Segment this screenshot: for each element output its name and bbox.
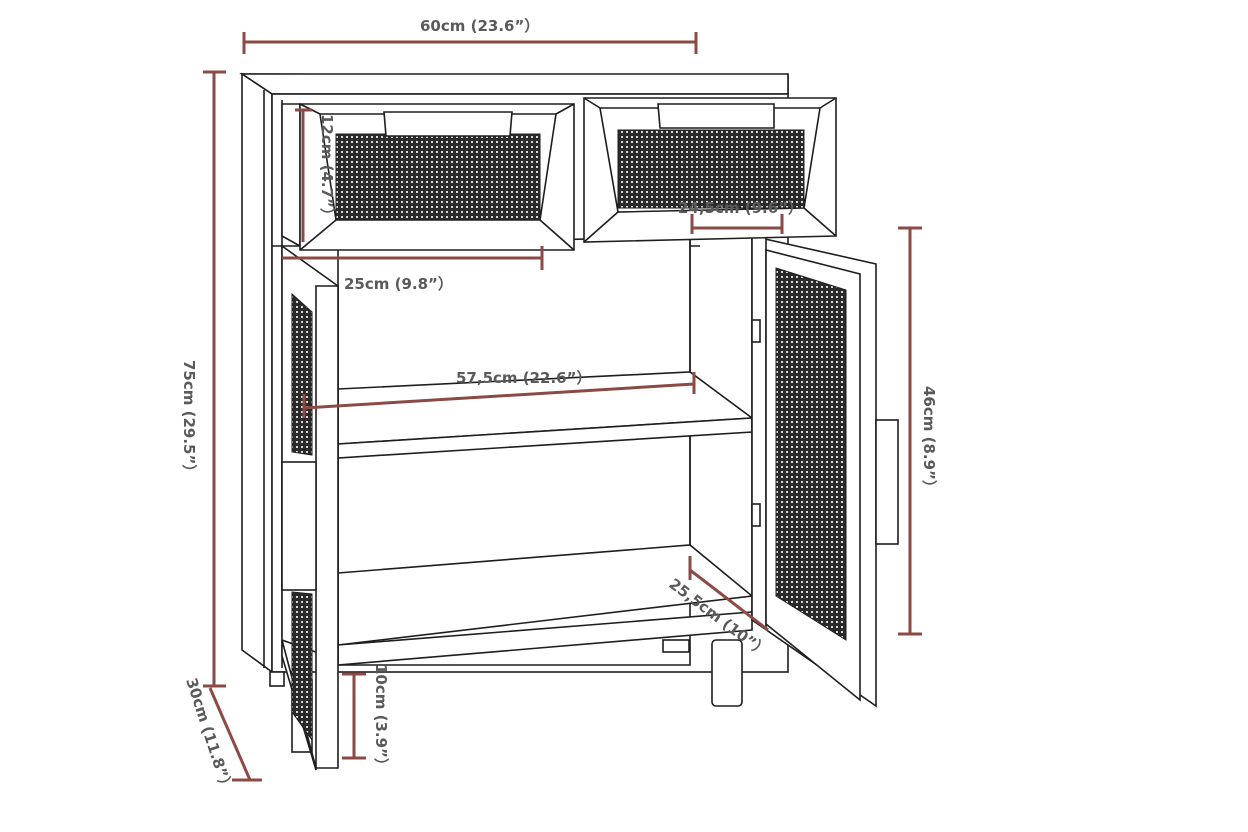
dim-inner-width xyxy=(302,372,696,418)
label-height-total: 75cm (29.5”） xyxy=(180,360,198,479)
dimension-lines xyxy=(203,32,922,782)
drawer-right xyxy=(583,97,837,243)
dim-width-total xyxy=(242,32,698,54)
dim-depth-total xyxy=(208,687,262,782)
dim-door-width xyxy=(690,214,784,234)
dim-shelf-depth xyxy=(688,556,769,632)
dim-door-height xyxy=(898,226,922,636)
dim-leg-height xyxy=(342,672,366,760)
label-door-width: 24,5cm (9.6”） xyxy=(678,199,803,217)
label-width-total: 60cm (23.6”） xyxy=(420,17,539,35)
label-depth-total: 30cm (11.8”） xyxy=(182,676,236,795)
label-drawer-height: 12cm (4.7”） xyxy=(318,114,336,223)
label-door-height: 46cm (8.9”） xyxy=(920,386,938,495)
left-door xyxy=(281,244,339,771)
dim-height-total xyxy=(203,70,226,688)
drawer-left xyxy=(281,103,575,251)
cabinet-left-side xyxy=(241,72,273,674)
dim-drawer-height xyxy=(295,108,312,242)
label-inner-width: 57,5cm (22.6”） xyxy=(456,369,591,387)
dim-drawer-width xyxy=(282,246,544,270)
cabinet-drawing xyxy=(239,72,899,771)
right-door xyxy=(751,234,899,708)
label-leg-height: 10cm (3.9”） xyxy=(372,664,390,773)
label-drawer-width: 25cm (9.8”） xyxy=(344,275,453,293)
